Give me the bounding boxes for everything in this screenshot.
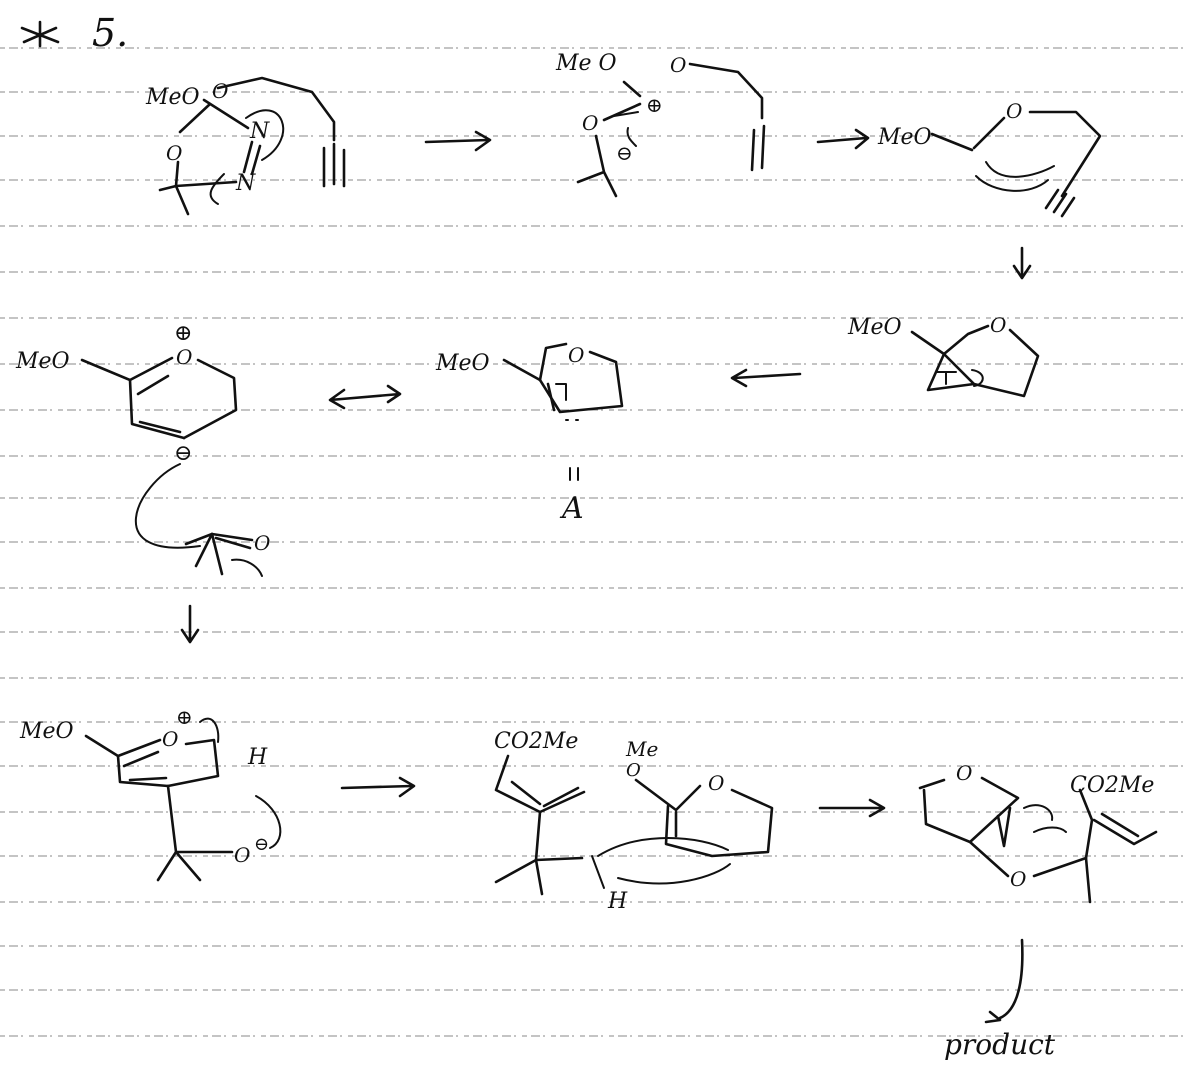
hydrogen-label: H: [607, 889, 628, 914]
ruled-lines: [0, 47, 1184, 1037]
curved-arrow: [975, 175, 1049, 192]
curved-arrow: [1023, 804, 1054, 821]
problem-header: 5.: [20, 11, 128, 55]
structure-4-cyclopropane: MeO O: [847, 313, 1040, 398]
oxygen-label: O: [626, 760, 641, 781]
curved-arrow: [617, 863, 731, 885]
oxygen-label: O: [1010, 867, 1026, 891]
reaction-arrow-down: [1012, 246, 1032, 280]
oxygen-label: O: [670, 53, 686, 77]
curved-arrow: [1033, 826, 1067, 833]
curved-arrow: [597, 837, 729, 857]
minus-charge: ⊖: [174, 441, 192, 466]
methoxy-label: MeO: [847, 315, 902, 340]
reaction-arrow-down: [984, 938, 1024, 1024]
asterisk-mark: [20, 20, 60, 48]
minus-charge: ⊖: [616, 141, 633, 165]
structure-2-fragmentation: Me O O O ⊕ ⊖: [555, 51, 766, 198]
structure-8-diene-and-enol-ether: CO2Me Me O O H: [494, 729, 774, 914]
reaction-arrow: [340, 776, 416, 798]
structure-6-zwitterion: MeO ⊕ O ⊖: [15, 321, 238, 549]
curved-arrow: [255, 795, 282, 849]
reaction-arrow: [730, 368, 802, 388]
structure-7-alkoxide-adduct: MeO ⊕ O H O ⊖: [19, 705, 282, 882]
oxygen-label: O: [582, 111, 598, 135]
oxygen-label: O: [162, 727, 178, 751]
structure-9-diels-alder-setup: O O CO2Me: [918, 761, 1158, 904]
nitrogen-label: N: [249, 119, 270, 144]
reaction-arrow: [816, 128, 870, 150]
problem-number: 5.: [92, 11, 128, 55]
acetone-electrophile: O: [184, 531, 270, 577]
ester-label: CO2Me: [494, 729, 578, 754]
ester-label: CO2Me: [1070, 773, 1154, 798]
oxygen-label: O: [254, 531, 270, 555]
plus-charge: ⊕: [646, 93, 663, 117]
hydrogen-label: H: [247, 745, 268, 770]
curved-arrow: [245, 109, 285, 161]
structure-5-carbonyl-ylide: MeO O A: [435, 342, 624, 526]
minus-charge: ⊖: [254, 834, 269, 855]
resonance-arrow: [328, 384, 402, 410]
curved-arrow: [626, 127, 637, 147]
methyl-label: Me: [625, 737, 658, 761]
plus-charge: ⊕: [174, 321, 192, 346]
methoxy-label: MeO: [877, 125, 932, 150]
oxygen-label: O: [176, 345, 192, 369]
reaction-arrow-down: [180, 604, 200, 644]
structure-3-carbene: MeO O: [877, 99, 1102, 218]
methoxy-label: MeO: [435, 351, 490, 376]
curved-arrow: [613, 111, 639, 117]
oxygen-label: O: [956, 761, 972, 785]
intermediate-label: A: [559, 491, 584, 526]
oxygen-label: O: [212, 79, 228, 103]
reaction-arrow: [424, 130, 492, 152]
curved-arrow: [135, 463, 201, 549]
oxygen-label: O: [990, 313, 1006, 337]
methoxy-label: MeO: [15, 349, 70, 374]
methoxy-label: MeO: [145, 85, 200, 110]
oxygen-label: O: [234, 843, 250, 867]
plus-charge: ⊕: [176, 705, 193, 729]
methoxy-label: Me O: [555, 51, 617, 76]
oxygen-label: O: [166, 141, 182, 165]
oxygen-label: O: [708, 771, 724, 795]
reaction-arrow: [818, 798, 886, 818]
product-label: product: [944, 1028, 1056, 1061]
nitrogen-label: N: [235, 171, 256, 196]
methoxy-label: MeO: [19, 719, 74, 744]
structure-1-oxadiazoline: MeO O O N N: [145, 76, 346, 216]
oxygen-label: O: [1006, 99, 1022, 123]
oxygen-label: O: [568, 343, 584, 367]
curved-arrow: [209, 173, 225, 205]
curved-arrow: [985, 161, 1055, 178]
